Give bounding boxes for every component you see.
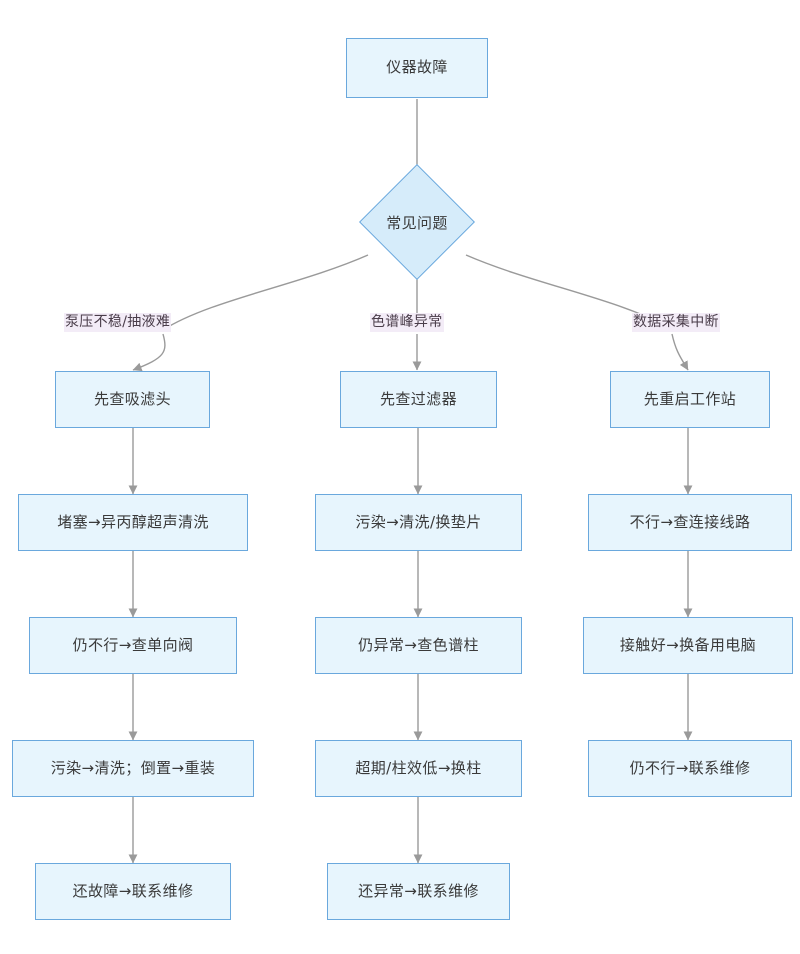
- node-peak-step-3[interactable]: 仍异常→查色谱柱: [315, 617, 522, 674]
- node-data-step-1[interactable]: 先重启工作站: [610, 371, 770, 428]
- node-common-problems[interactable]: 常见问题: [350, 164, 484, 280]
- edge-label-pump: 泵压不稳/抽液难: [64, 313, 172, 332]
- node-pump-step-3[interactable]: 仍不行→查单向阀: [29, 617, 237, 674]
- node-pump-step-4[interactable]: 污染→清洗；倒置→重装: [12, 740, 254, 797]
- node-peak-step-5[interactable]: 还异常→联系维修: [327, 863, 510, 920]
- node-peak-step-4[interactable]: 超期/柱效低→换柱: [315, 740, 522, 797]
- edge-label-data: 数据采集中断: [632, 313, 720, 332]
- edge-datalabel-to-step1: [671, 333, 689, 371]
- node-data-step-4[interactable]: 仍不行→联系维修: [588, 740, 792, 797]
- node-peak-step-2[interactable]: 污染→清洗/换垫片: [315, 494, 522, 551]
- node-data-step-3[interactable]: 接触好→换备用电脑: [583, 617, 793, 674]
- edge-decision-to-pump: [162, 254, 369, 331]
- node-data-step-2[interactable]: 不行→查连接线路: [588, 494, 792, 551]
- node-pump-step-1[interactable]: 先查吸滤头: [55, 371, 210, 428]
- node-peak-step-1[interactable]: 先查过滤器: [340, 371, 497, 428]
- node-pump-step-2[interactable]: 堵塞→异丙醇超声清洗: [18, 494, 248, 551]
- edge-label-peak: 色谱峰异常: [370, 313, 444, 332]
- node-pump-step-5[interactable]: 还故障→联系维修: [35, 863, 231, 920]
- node-instrument-fault[interactable]: 仪器故障: [346, 38, 488, 98]
- node-common-problems-label: 常见问题: [386, 213, 448, 232]
- edge-pumplabel-to-step1: [132, 333, 166, 372]
